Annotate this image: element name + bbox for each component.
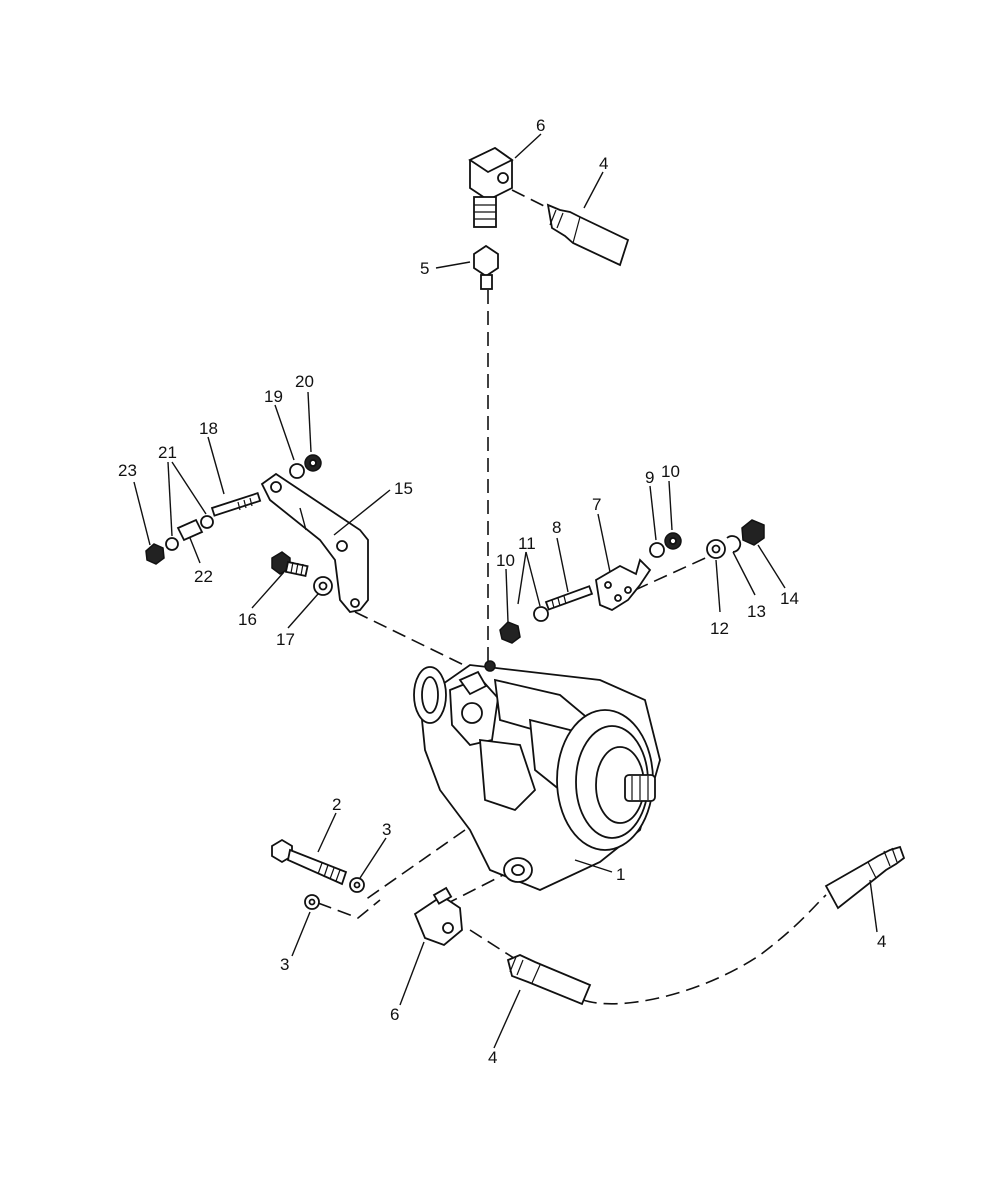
callout-13: 13 — [747, 602, 766, 621]
washer-21a — [200, 515, 214, 529]
callout-11: 11 — [518, 534, 536, 553]
elbow-fitting-bottom — [413, 886, 463, 947]
stud-8 — [544, 585, 594, 611]
spacer-22 — [176, 518, 204, 542]
lock-washer-13 — [726, 535, 742, 553]
callout-4-top: 4 — [599, 154, 608, 173]
callout-5: 5 — [420, 259, 429, 278]
callout-labels: 6 4 5 20 19 18 21 23 22 15 16 17 7 8 11 … — [118, 116, 886, 1067]
callout-10-left: 10 — [496, 551, 515, 570]
callout-8: 8 — [552, 518, 561, 537]
callout-2: 2 — [332, 795, 341, 814]
callout-21: 21 — [158, 443, 177, 462]
callout-20: 20 — [295, 372, 314, 391]
nut-23 — [145, 543, 165, 565]
callout-3-upper: 3 — [382, 820, 391, 839]
leader-lines — [133, 133, 878, 1049]
callout-6-bottom: 6 — [390, 1005, 399, 1024]
washer-19 — [289, 463, 305, 479]
callout-3-lower: 3 — [280, 955, 289, 974]
callout-14: 14 — [780, 589, 799, 608]
callout-18: 18 — [199, 419, 218, 438]
bolt-2 — [271, 838, 348, 886]
hose-fitting-bottom — [506, 954, 592, 1006]
callout-19: 19 — [264, 387, 283, 406]
callout-1: 1 — [616, 865, 625, 884]
mounting-plate — [595, 558, 652, 612]
callout-10-right: 10 — [661, 462, 680, 481]
main-pump-assembly — [413, 660, 661, 891]
callout-22: 22 — [194, 567, 213, 586]
washer-9 — [649, 542, 665, 558]
bolt-16 — [271, 551, 309, 578]
callout-16: 16 — [238, 610, 257, 629]
washer-11 — [533, 606, 549, 622]
hose-fitting-right — [824, 845, 906, 910]
callout-23: 23 — [118, 461, 137, 480]
mounting-bracket — [260, 472, 369, 613]
nut-14 — [741, 519, 765, 546]
callout-6-top: 6 — [536, 116, 545, 135]
callout-9: 9 — [645, 468, 654, 487]
callout-17: 17 — [276, 630, 295, 649]
hose-fitting-top — [546, 203, 630, 267]
elbow-fitting-top — [468, 146, 514, 228]
callout-12: 12 — [710, 619, 729, 638]
nut-10-left — [499, 621, 521, 644]
callout-4-bottom: 4 — [488, 1048, 497, 1067]
callout-7: 7 — [592, 495, 601, 514]
washer-21b — [165, 537, 179, 551]
stud-18 — [210, 492, 262, 517]
callout-4-right: 4 — [877, 932, 886, 951]
adapter-fitting — [473, 244, 499, 290]
callout-15: 15 — [394, 479, 413, 498]
